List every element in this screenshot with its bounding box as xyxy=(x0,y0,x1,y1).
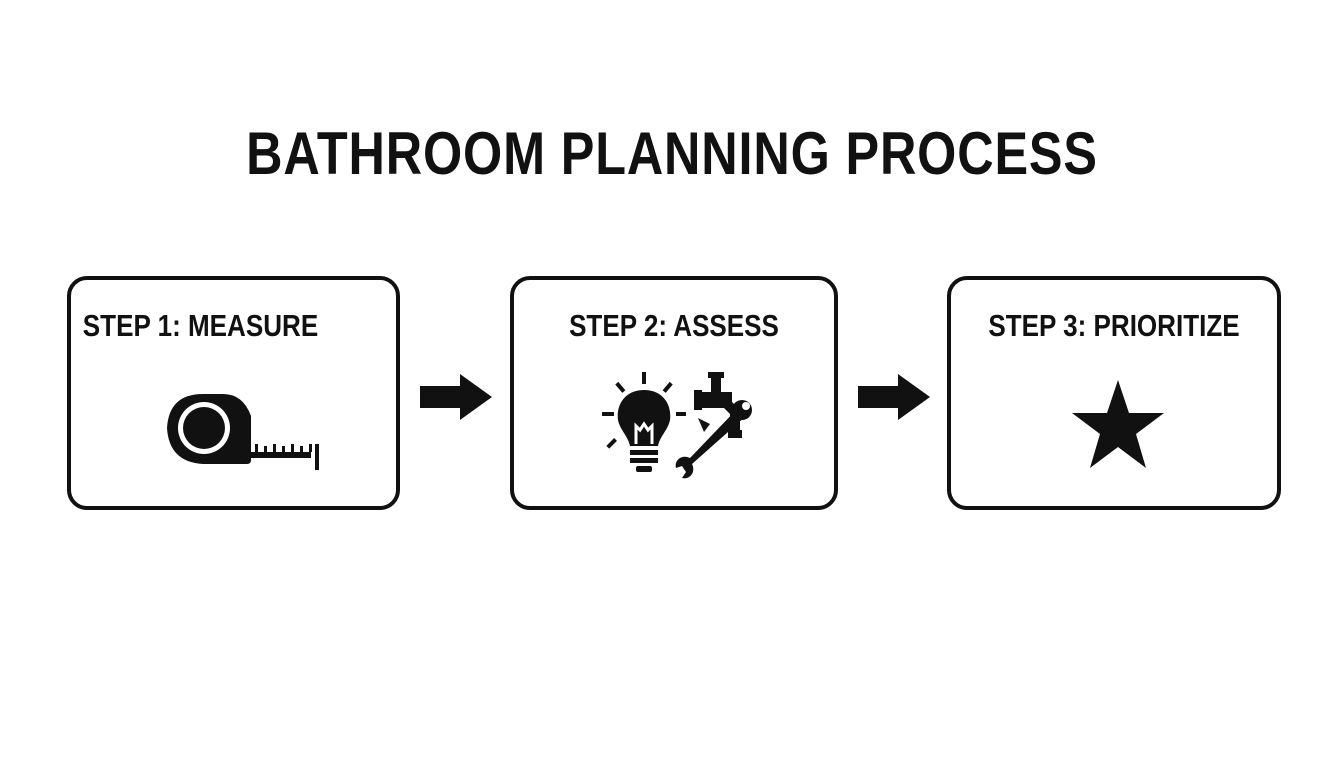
step-label-measure: STEP 1: MEASURE xyxy=(82,308,319,343)
star-icon xyxy=(1072,380,1164,468)
step-box-measure: STEP 1: MEASURE xyxy=(67,276,400,510)
arrow-right-icon xyxy=(858,374,930,420)
step-box-prioritize: STEP 3: PRIORITIZE xyxy=(947,276,1281,510)
tape-measure-icon xyxy=(167,394,319,470)
page-title: BATHROOM PLANNING PROCESS xyxy=(246,120,1098,187)
step-label-prioritize: STEP 3: PRIORITIZE xyxy=(988,308,1240,343)
step-label-assess: STEP 2: ASSESS xyxy=(569,308,779,343)
step-box-assess: STEP 2: ASSESS xyxy=(510,276,838,510)
arrow-right-icon xyxy=(420,374,492,420)
lightbulb-and-pipe-wrench-icon xyxy=(602,372,752,479)
